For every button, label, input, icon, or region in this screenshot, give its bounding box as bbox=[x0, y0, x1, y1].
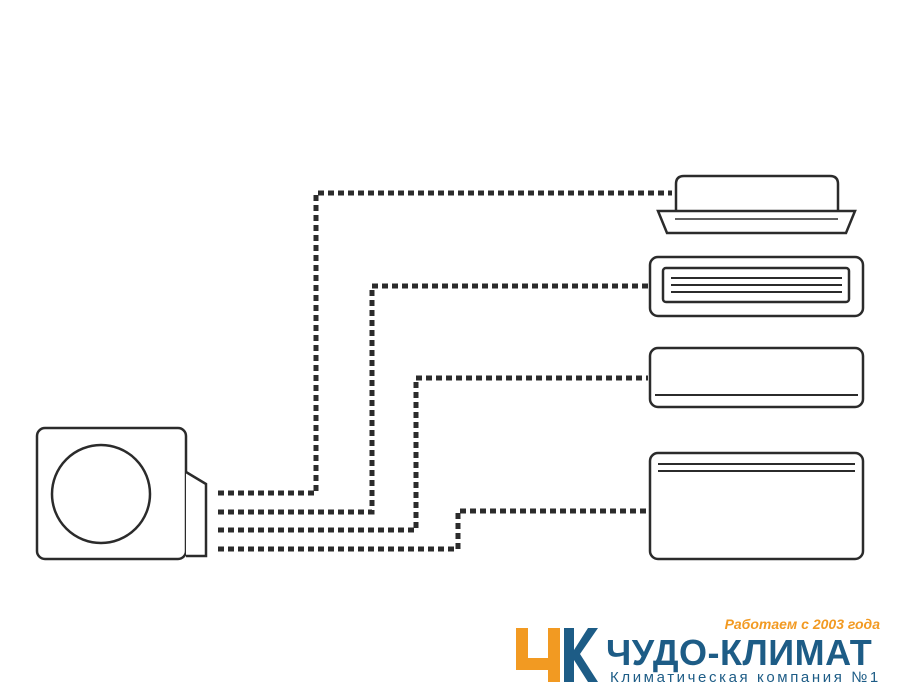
connection-lines bbox=[218, 190, 672, 552]
wall-split-unit-body bbox=[648, 346, 865, 409]
line-to-duct-unit bbox=[218, 283, 648, 515]
company-logo: Работаем с 2003 года ЧУДО-КЛИМАТ Климати… bbox=[512, 610, 890, 690]
logo-mark-orange-shape bbox=[516, 628, 560, 682]
cassette-unit-body bbox=[674, 174, 840, 211]
logo-tagline: Работаем с 2003 года bbox=[724, 616, 880, 632]
cassette-unit bbox=[656, 174, 857, 235]
wall-split-unit bbox=[648, 346, 865, 409]
outdoor-unit-fan-icon bbox=[50, 443, 152, 545]
floor-console-unit-body bbox=[648, 451, 865, 561]
logo-mark-icon bbox=[516, 628, 598, 682]
floor-console-unit bbox=[648, 451, 865, 561]
outdoor-unit-valve-block bbox=[185, 470, 208, 558]
logo-subtitle: Климатическая компания №1 bbox=[610, 669, 881, 686]
line-to-floor-console-unit bbox=[218, 508, 648, 552]
logo-brand-name: ЧУДО-КЛИМАТ bbox=[606, 632, 873, 673]
line-to-wall-split-unit bbox=[218, 375, 648, 533]
outdoor-unit bbox=[35, 426, 208, 561]
line-to-cassette-unit bbox=[218, 190, 672, 496]
cassette-unit-panel bbox=[656, 209, 857, 235]
logo-mark-blue-shape bbox=[564, 628, 598, 682]
duct-unit bbox=[648, 255, 865, 318]
